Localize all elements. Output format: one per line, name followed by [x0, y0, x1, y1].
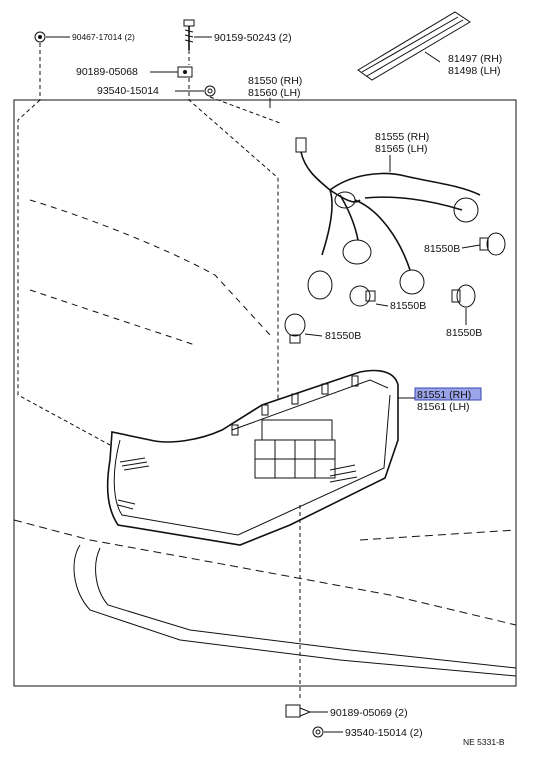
label-bolt-top: 90159-50243 (2): [214, 32, 292, 44]
nut-top-icon: [204, 85, 216, 97]
wiring-harness-icon: [295, 137, 481, 300]
bulb-2-icon: [349, 285, 376, 307]
vehicle-body-outline: [13, 199, 517, 677]
label-clip-top: 90189-05068: [76, 66, 138, 78]
label-bulb-2: 81550B: [390, 300, 426, 312]
garnish-strip-icon: [357, 11, 471, 81]
clip-bottom-icon: [285, 704, 312, 718]
diagram-frame: [13, 99, 517, 687]
label-screw-top-left: 90467-17014 (2): [72, 32, 135, 42]
label-socket-lh: 81565 (LH): [375, 143, 428, 155]
label-nut-top: 93540-15014: [97, 85, 159, 97]
label-bulb-4: 81550B: [325, 330, 361, 342]
bolt-top-icon: [183, 19, 195, 50]
label-garnish-rh: 81497 (RH): [448, 53, 502, 65]
label-socket-rh: 81555 (RH): [375, 131, 429, 143]
label-bulb-1: 81550B: [424, 243, 460, 255]
bulb-1-icon: [479, 232, 506, 256]
label-lens-rh: 81551 (RH): [417, 389, 471, 401]
label-lens-lh: 81561 (LH): [417, 401, 470, 413]
screw-top-left-icon: [34, 31, 46, 43]
label-clip-bottom: 90189-05069 (2): [330, 707, 408, 719]
label-lamp-assy-rh: 81550 (RH): [248, 75, 302, 87]
label-lamp-assy-lh: 81560 (LH): [248, 87, 301, 99]
nut-bottom-icon: [312, 726, 324, 738]
bulb-4-icon: [284, 313, 306, 344]
label-bulb-3: 81550B: [446, 327, 482, 339]
highlight-box: [414, 387, 482, 401]
clip-top-icon: [177, 66, 193, 78]
tail-lamp-lens-icon: [106, 369, 399, 546]
bulb-3-icon: [451, 284, 476, 308]
label-nut-bottom: 93540-15014 (2): [345, 727, 423, 739]
label-garnish-lh: 81498 (LH): [448, 65, 501, 77]
footer-code: NE 5331-B: [463, 737, 505, 747]
